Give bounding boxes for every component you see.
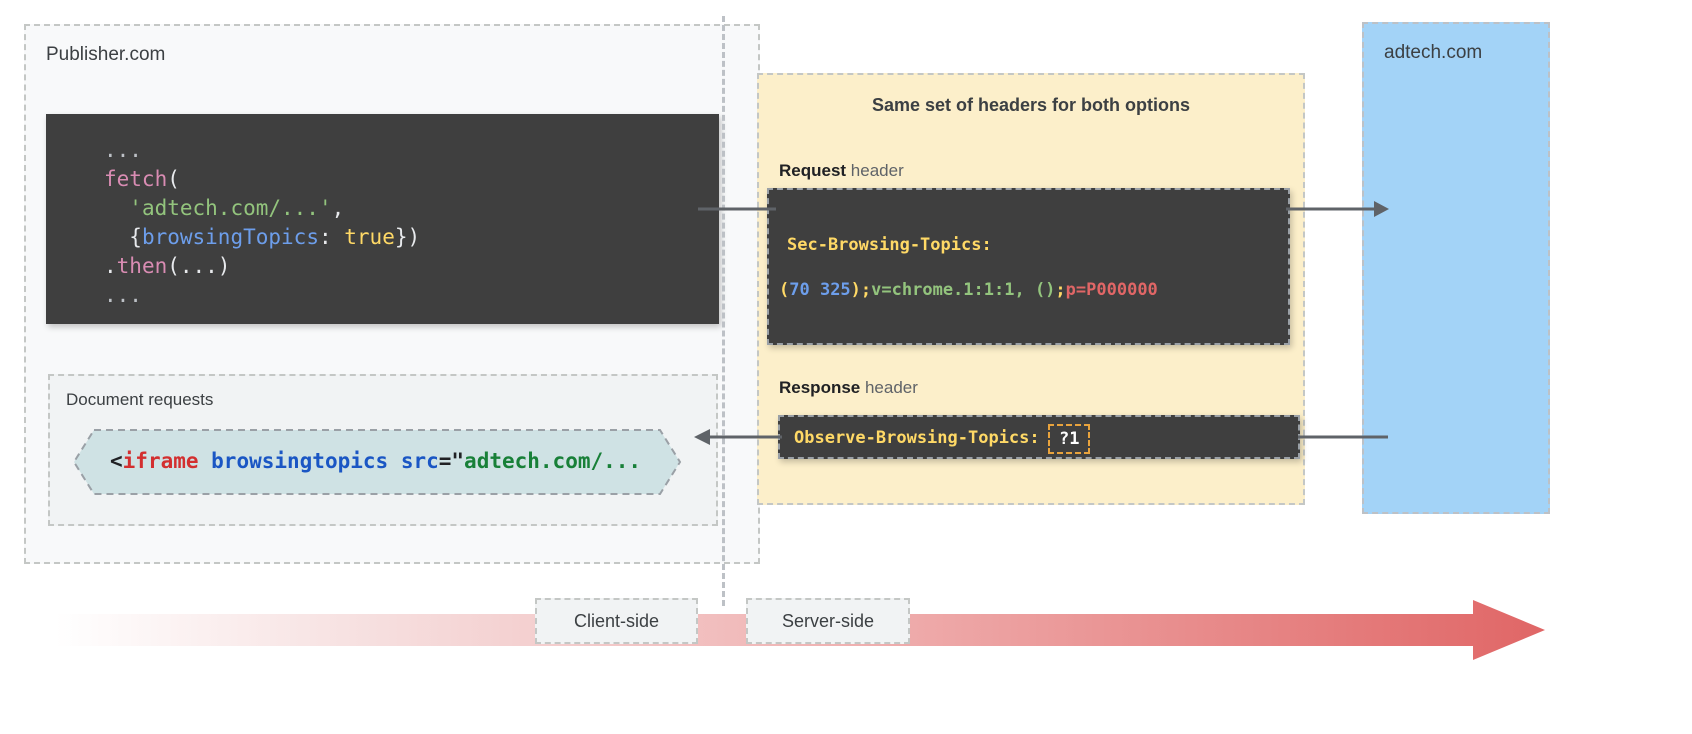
iframe-code-chip: <iframe browsingtopics src="adtech.com/.… <box>72 428 682 496</box>
value-open-paren: ( <box>779 280 790 300</box>
response-header-caption: Response header <box>779 378 918 398</box>
publisher-panel: Publisher.com ... fetch( 'adtech.com/...… <box>24 24 760 564</box>
request-connector-arrow-left <box>698 207 776 211</box>
document-requests-panel: Document requests <iframe browsingtopics… <box>48 374 718 526</box>
sec-browsing-topics-header-name: Sec-Browsing-Topics: <box>787 235 992 255</box>
timeline-chip-server-side: Server-side <box>746 598 910 644</box>
request-caption-rest: header <box>846 161 904 180</box>
fetch-open-paren: ( <box>167 167 180 191</box>
response-caption-rest: header <box>860 378 918 397</box>
fetch-code-line-1: ... <box>104 138 142 162</box>
adtech-panel: adtech.com <box>1362 22 1550 514</box>
value-version: v=chrome.1:1:1, <box>871 280 1035 300</box>
chip-shape <box>72 429 682 495</box>
client-side-label: Client-side <box>573 610 660 631</box>
observe-browsing-topics-header-name: Observe-Browsing-Topics: <box>794 428 1040 448</box>
then-dot: . <box>104 254 117 278</box>
iframe-tag-name: iframe <box>122 449 199 473</box>
iframe-src-attr: src <box>388 449 439 473</box>
server-side-label: Server-side <box>781 610 875 631</box>
fetch-code-line-6: ... <box>104 283 142 307</box>
fetch-url-string: 'adtech.com/...' <box>129 196 332 220</box>
topic-ids: 70 325 <box>789 280 851 300</box>
value-empty-parens: () <box>1034 280 1056 300</box>
client-server-divider <box>722 16 725 606</box>
then-keyword: then <box>116 254 168 278</box>
browsing-topics-value: true <box>344 225 395 249</box>
request-header-caption: Request header <box>779 161 904 181</box>
browsing-topics-property: browsingTopics <box>141 225 319 249</box>
timeline-chip-client-side: Client-side <box>535 598 698 644</box>
options-open-brace: { <box>129 225 142 249</box>
options-close-brace: }) <box>394 225 421 249</box>
fetch-comma: , <box>331 196 345 220</box>
response-connector-arrow-left <box>694 429 782 445</box>
document-requests-label: Document requests <box>66 390 214 409</box>
observe-browsing-topics-header-value: ?1 <box>1048 424 1091 454</box>
response-caption-bold: Response <box>779 378 861 397</box>
iframe-equals: =" <box>438 449 465 473</box>
iframe-browsingtopics-attr: browsingtopics <box>198 449 389 473</box>
response-header-box: Observe-Browsing-Topics: ?1 <box>778 415 1300 459</box>
adtech-label: adtech.com <box>1384 42 1483 63</box>
request-caption-bold: Request <box>779 161 847 180</box>
headers-panel-title: Same set of headers for both options <box>871 95 1191 115</box>
then-args: (...) <box>167 254 231 278</box>
iframe-lt: < <box>110 449 123 473</box>
fetch-code-block: ... fetch( 'adtech.com/...', {browsingTo… <box>46 114 719 324</box>
publisher-label: Publisher.com <box>46 44 166 65</box>
value-semicolon-1: ; <box>860 280 872 300</box>
request-connector-arrow-right <box>1286 201 1389 217</box>
value-semicolon-2: ; <box>1055 280 1066 300</box>
iframe-code-text: <iframe browsingtopics src="adtech.com/.… <box>110 449 641 473</box>
sec-browsing-topics-header-value: (70 325);v=chrome.1:1:1, ();p=P000000 <box>779 280 1158 300</box>
value-padding-param: p=P000000 <box>1065 280 1158 300</box>
response-connector-arrow-right <box>1298 435 1388 439</box>
iframe-src-value: adtech.com/... <box>464 449 642 473</box>
request-header-box: Sec-Browsing-Topics: (70 325);v=chrome.1… <box>767 188 1290 345</box>
value-close-paren: ) <box>850 280 861 300</box>
fetch-keyword: fetch <box>104 167 168 191</box>
property-colon: : <box>318 225 345 249</box>
